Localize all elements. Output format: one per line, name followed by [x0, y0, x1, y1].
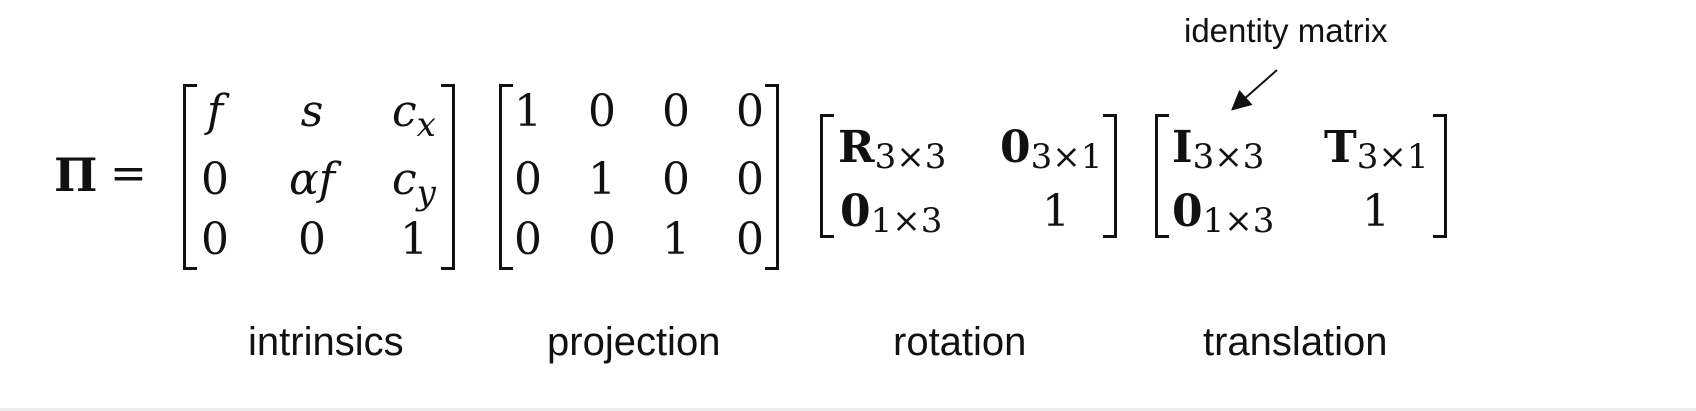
projection-cell: 0	[514, 154, 542, 205]
equals-sign: =	[110, 148, 147, 199]
intrinsics-right-bracket	[441, 84, 455, 270]
projection-cell: 1	[588, 154, 616, 205]
zero-symbol: 0	[840, 186, 871, 237]
r-subscript: 3×3	[874, 137, 947, 177]
intrinsics-left-bracket	[183, 84, 197, 270]
projection-cell: 1	[662, 214, 690, 265]
rotation-left-bracket	[820, 114, 834, 238]
label-rotation: rotation	[893, 320, 1027, 364]
projection-cell: 0	[662, 86, 690, 137]
projection-cell: 0	[588, 86, 616, 137]
rotation-zero-column-cell: 03×1	[1000, 126, 1102, 175]
intrinsics-cell: 0	[201, 214, 229, 265]
projection-cell: 1	[514, 86, 542, 137]
cx-main: c	[392, 86, 417, 137]
projection-cell: 0	[514, 214, 542, 265]
projection-cell: 0	[588, 214, 616, 265]
t-subscript: 3×1	[1356, 137, 1429, 177]
cx-subscript: x	[416, 105, 436, 145]
zero-symbol: 0	[1172, 186, 1203, 237]
projection-cell: 0	[736, 86, 764, 137]
intrinsics-cell: 1	[400, 214, 428, 265]
intrinsics-cell: s	[300, 86, 324, 137]
intrinsics-cell: cx	[392, 90, 436, 143]
projection-right-bracket	[765, 84, 779, 270]
projection-cell: 0	[662, 154, 690, 205]
translation-one-cell: 1	[1362, 186, 1390, 237]
r-symbol: R	[838, 122, 875, 173]
identity-matrix-annotation: identity matrix	[1184, 12, 1388, 49]
cy-subscript: y	[416, 173, 436, 213]
intrinsics-cell: αf	[289, 154, 335, 205]
t-symbol: T	[1324, 122, 1357, 173]
i-subscript: 3×3	[1192, 137, 1265, 177]
label-intrinsics: intrinsics	[248, 320, 404, 364]
projection-cell: 0	[736, 154, 764, 205]
intrinsics-cell: 0	[298, 214, 326, 265]
rotation-right-bracket	[1103, 114, 1117, 238]
intrinsics-cell: 0	[201, 154, 229, 205]
zero-subscript: 1×3	[870, 201, 943, 241]
translation-right-bracket	[1433, 114, 1447, 238]
projection-left-bracket	[499, 84, 513, 270]
label-translation: translation	[1203, 320, 1388, 364]
translation-zero-row-cell: 01×3	[1172, 190, 1274, 239]
rotation-zero-row-cell: 01×3	[840, 190, 942, 239]
zero-symbol: 0	[1000, 122, 1031, 173]
intrinsics-cell: cy	[392, 158, 436, 211]
annotation-arrow-icon	[1231, 69, 1278, 111]
zero-subscript: 1×3	[1202, 201, 1275, 241]
translation-i-cell: I3×3	[1172, 126, 1264, 175]
rotation-r-cell: R3×3	[838, 126, 946, 175]
cy-main: c	[392, 154, 417, 205]
rotation-one-cell: 1	[1042, 186, 1070, 237]
translation-t-cell: T3×1	[1324, 126, 1429, 175]
label-projection: projection	[547, 320, 721, 364]
zero-subscript: 3×1	[1030, 137, 1103, 177]
translation-left-bracket	[1155, 114, 1169, 238]
intrinsics-cell: f	[206, 86, 224, 137]
pi-symbol: Π	[54, 148, 98, 202]
projection-cell: 0	[736, 214, 764, 265]
i-symbol: I	[1172, 122, 1193, 173]
